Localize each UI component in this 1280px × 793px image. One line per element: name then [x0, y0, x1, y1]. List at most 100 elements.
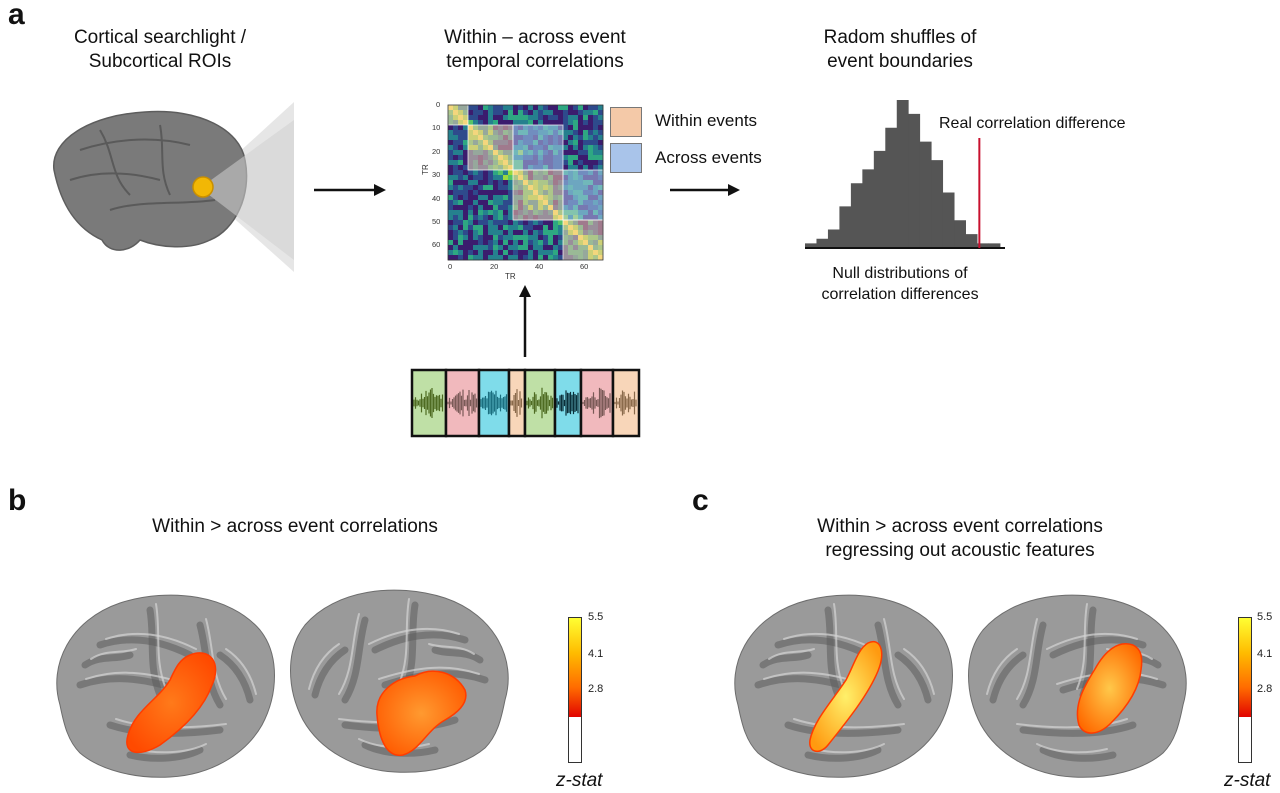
matrix-cell: [543, 255, 549, 261]
matrix-cell: [578, 120, 584, 126]
matrix-cell: [458, 185, 464, 191]
matrix-cell: [468, 210, 474, 216]
matrix-cell: [568, 145, 574, 151]
matrix-cell: [468, 120, 474, 126]
matrix-cell: [483, 105, 489, 111]
matrix-cell: [583, 120, 589, 126]
matrix-cell: [548, 255, 554, 261]
matrix-cell: [538, 240, 544, 246]
matrix-cell: [543, 220, 549, 226]
matrix-cell: [523, 105, 529, 111]
brain-sulci: [69, 124, 216, 211]
matrix-cell: [458, 245, 464, 251]
matrix-cell: [463, 205, 469, 211]
matrix-cell: [473, 250, 479, 256]
matrix-cell: [453, 160, 459, 166]
matrix-cell: [508, 220, 514, 226]
colorbar-c: [1238, 617, 1252, 763]
matrix-cell: [538, 230, 544, 236]
histogram-caption-line1: Null distributions of: [832, 265, 968, 282]
matrix-cell: [568, 150, 574, 156]
matrix-cell: [488, 225, 494, 231]
matrix-cell: [448, 200, 454, 206]
matrix-cell: [583, 115, 589, 121]
matrix-cell: [568, 125, 574, 131]
matrix-cell: [468, 185, 474, 191]
matrix-cell: [453, 165, 459, 171]
matrix-cell: [493, 190, 499, 196]
cortical-gyrus: [883, 618, 905, 700]
matrix-cell: [498, 235, 504, 241]
matrix-cell: [578, 160, 584, 166]
cortical-sulcus: [146, 606, 164, 699]
matrix-cell: [448, 165, 454, 171]
matrix-cell: [578, 110, 584, 116]
matrix-cell: [453, 220, 459, 226]
matrix-cell: [498, 205, 504, 211]
cortical-gyrus: [1036, 743, 1108, 754]
matrix-cell: [598, 165, 604, 171]
matrix-cell: [503, 180, 509, 186]
matrix-cell: [573, 155, 579, 161]
matrix-cell: [583, 140, 589, 146]
within-event-block: [562, 219, 604, 261]
colorbar-c-tick: 4.1: [1257, 648, 1273, 660]
matrix-cell: [468, 205, 474, 211]
matrix-cell: [578, 130, 584, 136]
shuffle-title-line2: event boundaries: [827, 51, 973, 72]
matrix-cell: [553, 120, 559, 126]
cortical-gyrus: [768, 648, 815, 660]
matrix-cell: [468, 215, 474, 221]
matrix-cell: [563, 125, 569, 131]
x-tick: 60: [580, 262, 589, 271]
matrix-cell: [473, 205, 479, 211]
matrix-cell: [568, 140, 574, 146]
audio-waveform: [480, 390, 508, 416]
legend-label-across: Across events: [655, 148, 762, 167]
matrix-cell: [473, 115, 479, 121]
matrix-cell: [523, 120, 529, 126]
matrix-cell: [523, 220, 529, 226]
matrix-cell: [528, 230, 534, 236]
matrix-cell: [588, 140, 594, 146]
matrix-cell: [498, 225, 504, 231]
matrix-cell: [503, 120, 509, 126]
matrix-cell: [448, 205, 454, 211]
matrix-cell: [548, 245, 554, 251]
matrix-cell: [578, 135, 584, 141]
matrix-cell: [483, 235, 489, 241]
matrix-cell: [458, 255, 464, 261]
matrix-cell: [518, 250, 524, 256]
matrix-cell: [593, 130, 599, 136]
matrix-cell: [538, 250, 544, 256]
matrix-cell: [528, 240, 534, 246]
matrix-cell: [448, 145, 454, 151]
x-tick: 20: [490, 262, 499, 271]
matrix-cell: [453, 245, 459, 251]
cortical-sulcus: [774, 636, 872, 659]
matrix-cell: [453, 175, 459, 181]
matrix-cell: [483, 225, 489, 231]
matrix-cell: [493, 255, 499, 261]
matrix-cell: [508, 205, 514, 211]
matrix-cell: [548, 220, 554, 226]
matrix-cell: [568, 105, 574, 111]
searchlight-sphere: [192, 176, 214, 198]
matrix-cell: [588, 160, 594, 166]
panel-c-title-line2: regressing out acoustic features: [825, 540, 1095, 561]
matrix-cell: [468, 115, 474, 121]
matrix-cell: [598, 125, 604, 131]
matrix-cell: [463, 190, 469, 196]
matrix-cell: [458, 215, 464, 221]
matrix-cell: [563, 115, 569, 121]
matrix-cell: [493, 120, 499, 126]
x-tick: 40: [535, 262, 544, 271]
matrix-cell: [538, 120, 544, 126]
matrix-cell: [463, 255, 469, 261]
activation-cluster: [126, 652, 217, 754]
matrix-cell: [488, 120, 494, 126]
matrix-cell: [478, 120, 484, 126]
matrix-cell: [468, 240, 474, 246]
null-distribution-histogram: [805, 100, 1005, 249]
matrix-cell: [508, 105, 514, 111]
